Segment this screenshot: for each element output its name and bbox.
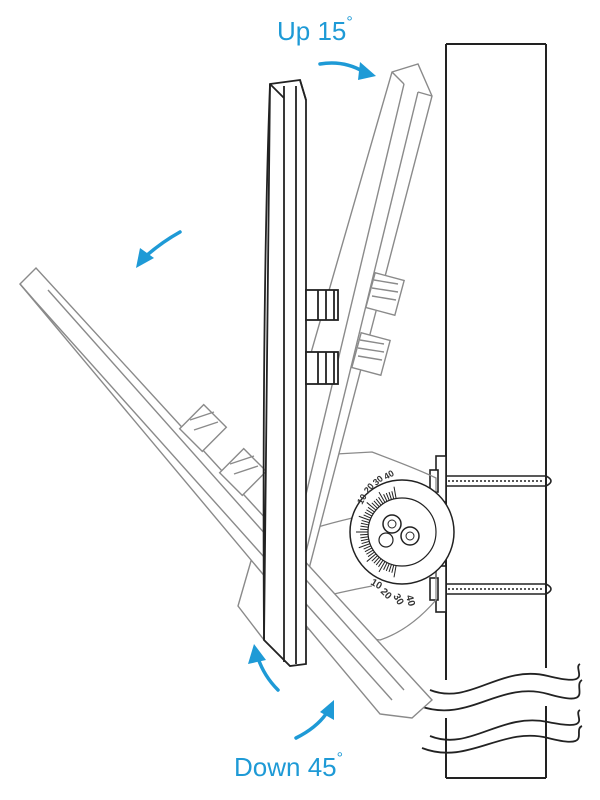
protractor-tick: [388, 564, 392, 573]
scale-lower-30: 30: [390, 592, 405, 608]
protractor-tick: [358, 515, 371, 521]
protractor-tick: [360, 533, 369, 536]
tilt-protractor: 10 20 30 40 10 20 30 40: [349, 468, 455, 608]
protractor-tick: [363, 514, 372, 519]
protractor-tick: [375, 498, 382, 506]
scale-lower-20: 20: [378, 586, 394, 602]
protractor-tick: [391, 564, 395, 573]
protractor-tick: [366, 502, 377, 511]
curved-arrow-icon: [318, 61, 376, 80]
pole-break-lines: [419, 663, 583, 754]
protractor-tick: [393, 486, 397, 499]
degree-symbol: °: [336, 750, 344, 767]
protractor-tick: [391, 491, 395, 500]
antenna-tilted-down: [19, 266, 433, 719]
scale-upper-40: 40: [382, 468, 396, 482]
protractor-tick: [385, 492, 390, 501]
protractor-tick: [373, 556, 380, 564]
protractor-tick: [393, 565, 397, 578]
protractor-tick: [371, 555, 378, 562]
protractor-tick: [360, 522, 369, 526]
scale-upper-10: 10: [355, 492, 369, 506]
protractor-tick: [371, 502, 378, 509]
protractor-tick: [367, 506, 375, 513]
protractor-tick: [366, 553, 377, 562]
protractor-tick: [385, 563, 390, 572]
tilt-down-label: Down 45°: [234, 750, 344, 783]
protractor-tick: [366, 509, 374, 515]
tilt-down-value: Down 45: [234, 752, 337, 782]
protractor-tick: [358, 543, 371, 549]
tilt-up-label: Up 15°: [277, 14, 353, 47]
scale-lower-40: 40: [403, 594, 417, 608]
scale-upper-30: 30: [371, 473, 385, 487]
protractor-tick: [364, 547, 373, 553]
protractor-tick: [366, 549, 374, 555]
curved-arrow-icon: [294, 700, 334, 740]
protractor-tick: [375, 558, 382, 566]
protractor-tick: [378, 561, 386, 573]
mounting-pole: [445, 43, 547, 779]
protractor-tick: [378, 559, 384, 568]
u-bolt-top: [429, 455, 552, 503]
protractor-tick: [360, 525, 369, 528]
degree-symbol: °: [346, 14, 353, 31]
protractor-tick: [378, 491, 386, 503]
antenna-vertical: [262, 79, 339, 667]
protractor-tick: [360, 536, 369, 539]
protractor-tick: [388, 491, 392, 500]
scale-lower-10: 10: [369, 577, 385, 592]
protractor-tick: [361, 540, 370, 545]
protractor-tick: [360, 538, 369, 542]
u-bolt-bottom: [429, 565, 552, 613]
curved-arrow-icon: [136, 230, 182, 268]
tilt-up-value: Up 15: [277, 16, 347, 46]
protractor-tick: [367, 551, 375, 558]
protractor-tick: [373, 500, 380, 508]
protractor-tick: [383, 494, 388, 502]
protractor-tick: [360, 528, 369, 531]
curved-arrow-icon: [248, 644, 280, 692]
scale-upper-20: 20: [362, 481, 376, 495]
protractor-tick: [363, 545, 372, 550]
protractor-tick: [378, 496, 384, 505]
protractor-tick: [364, 511, 373, 517]
protractor-tick: [383, 562, 388, 570]
protractor-tick: [361, 519, 370, 524]
